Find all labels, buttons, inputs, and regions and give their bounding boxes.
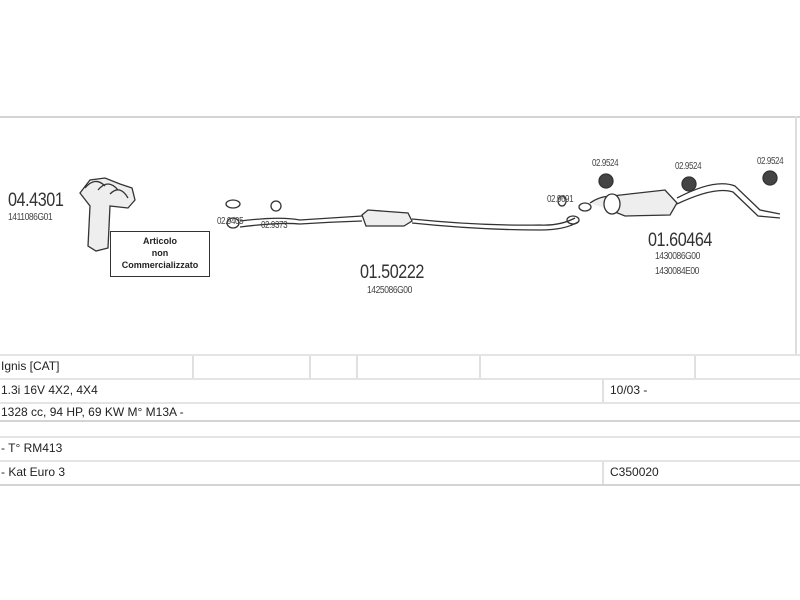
- oem-code-middle: 1425086G00: [367, 285, 412, 296]
- cell-divider: [694, 356, 696, 378]
- fitting-02-9405-icon: [225, 199, 241, 209]
- not-sold-box: Articolo non Commercializzato: [110, 231, 210, 277]
- exhaust-diagram: [79, 170, 781, 252]
- model-name: Ignis [CAT]: [1, 359, 60, 373]
- fitting-02-9691-icon: [557, 195, 567, 207]
- cell-divider: [192, 356, 194, 378]
- table-row-type: - T° RM413: [0, 436, 800, 462]
- rear-silencer-icon: [578, 183, 781, 219]
- part-code-rear[interactable]: 01.60464: [648, 230, 712, 251]
- not-sold-line: non: [151, 248, 169, 258]
- rubber-mount-icons: [598, 170, 778, 192]
- not-sold-line: Articolo: [142, 236, 177, 246]
- cell-divider: [602, 462, 604, 484]
- part-code-catalyst[interactable]: 04.4301: [8, 190, 64, 211]
- production-date: 10/03 -: [610, 383, 648, 397]
- engine-spec: 1328 cc, 94 HP, 69 KW M° M13A -: [1, 405, 184, 419]
- table-row-variant: 1.3i 16V 4X2, 4X4 10/03 -: [0, 378, 800, 404]
- catalytic-manifold-icon: [79, 177, 136, 252]
- oem-code-rear: 1430084E00: [655, 266, 699, 277]
- variant: 1.3i 16V 4X2, 4X4: [1, 383, 98, 397]
- fitting-code[interactable]: 02.9524: [592, 158, 619, 169]
- fitting-code[interactable]: 02.9691: [547, 194, 574, 205]
- part-code-middle[interactable]: 01.50222: [360, 262, 424, 283]
- fitting-code[interactable]: 02.9373: [261, 220, 288, 231]
- right-divider: [795, 116, 797, 356]
- emission-standard: - Kat Euro 3: [1, 465, 66, 479]
- front-pipe-icon: [226, 215, 363, 229]
- cell-divider: [602, 380, 604, 402]
- fitting-code[interactable]: 02.9524: [675, 161, 702, 172]
- cell-divider: [479, 356, 481, 378]
- fitting-code[interactable]: 02.9524: [757, 156, 784, 167]
- table-row-model: Ignis [CAT]: [0, 354, 800, 380]
- oem-code-rear: 1430086G00: [655, 251, 700, 262]
- table-row-emission: - Kat Euro 3 C350020: [0, 460, 800, 486]
- not-sold-line: Commercializzato: [121, 260, 199, 270]
- oem-code-catalyst: 1411086G01: [8, 212, 53, 223]
- cell-divider: [309, 356, 311, 378]
- vehicle-type: - T° RM413: [1, 441, 63, 455]
- cell-divider: [356, 356, 358, 378]
- reference-code: C350020: [610, 465, 659, 479]
- top-divider: [0, 116, 800, 118]
- fitting-02-9373-icon: [270, 200, 282, 212]
- table-row-engine: 1328 cc, 94 HP, 69 KW M° M13A -: [0, 402, 800, 422]
- middle-silencer-icon: [361, 209, 580, 231]
- fitting-code[interactable]: 02.9405: [217, 216, 244, 227]
